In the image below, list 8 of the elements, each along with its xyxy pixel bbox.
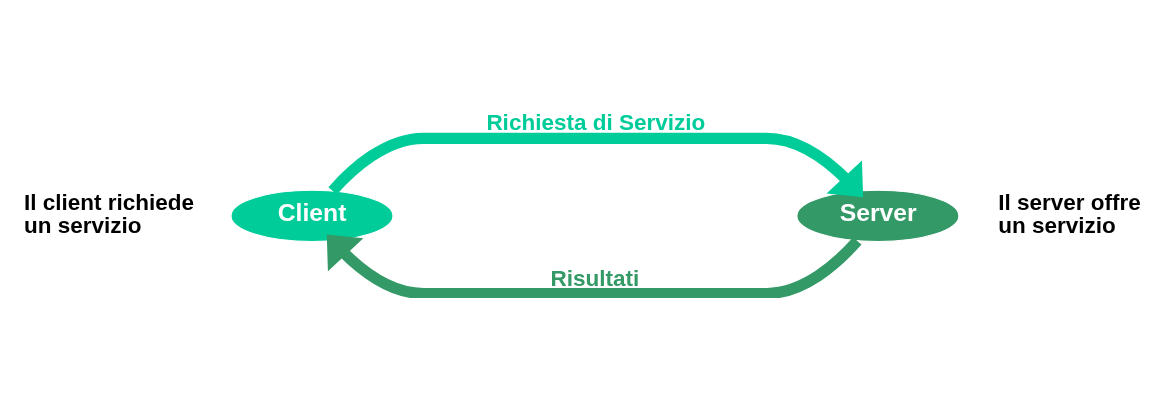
- edge-label: Risultati: [550, 265, 640, 291]
- node-label: Il client richiede un servizio: [24, 190, 195, 238]
- arrow: [328, 132, 864, 198]
- node-ellipse: Client: [230, 189, 394, 243]
- node-ellipse: Server: [796, 189, 960, 243]
- arrow: [326, 234, 862, 298]
- edge-label: Richiesta di Servizio: [486, 110, 706, 136]
- node-label: Il server offre un servizio: [998, 190, 1141, 238]
